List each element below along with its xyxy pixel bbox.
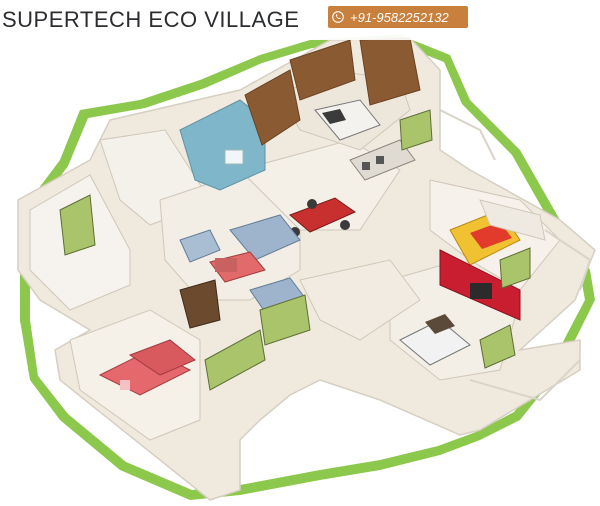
master-bedroom-bed bbox=[314, 99, 381, 141]
title-project: ECO VILLAGE bbox=[148, 7, 300, 32]
phone-icon bbox=[332, 11, 344, 23]
tv-unit bbox=[179, 279, 221, 329]
windows bbox=[59, 109, 531, 391]
page-title: SUPERTECH ECO VILLAGE bbox=[2, 7, 299, 33]
wall-tv bbox=[470, 283, 492, 299]
kitchen bbox=[349, 139, 416, 181]
bath-fixture bbox=[224, 149, 244, 165]
bathroom bbox=[179, 99, 266, 191]
header-bar bbox=[0, 2, 600, 40]
phone-badge[interactable]: +91-9582252132 bbox=[328, 6, 468, 28]
title-brand: SUPERTECH bbox=[2, 7, 142, 32]
living-room bbox=[179, 214, 306, 313]
wood-panels bbox=[244, 37, 421, 146]
phone-number: +91-9582252132 bbox=[350, 9, 449, 25]
pink-bedroom bbox=[98, 339, 196, 396]
yellow-bedroom bbox=[449, 199, 546, 266]
dining-table bbox=[289, 197, 357, 237]
balcony-rails bbox=[439, 109, 592, 402]
lower-right-bedroom bbox=[399, 314, 471, 366]
